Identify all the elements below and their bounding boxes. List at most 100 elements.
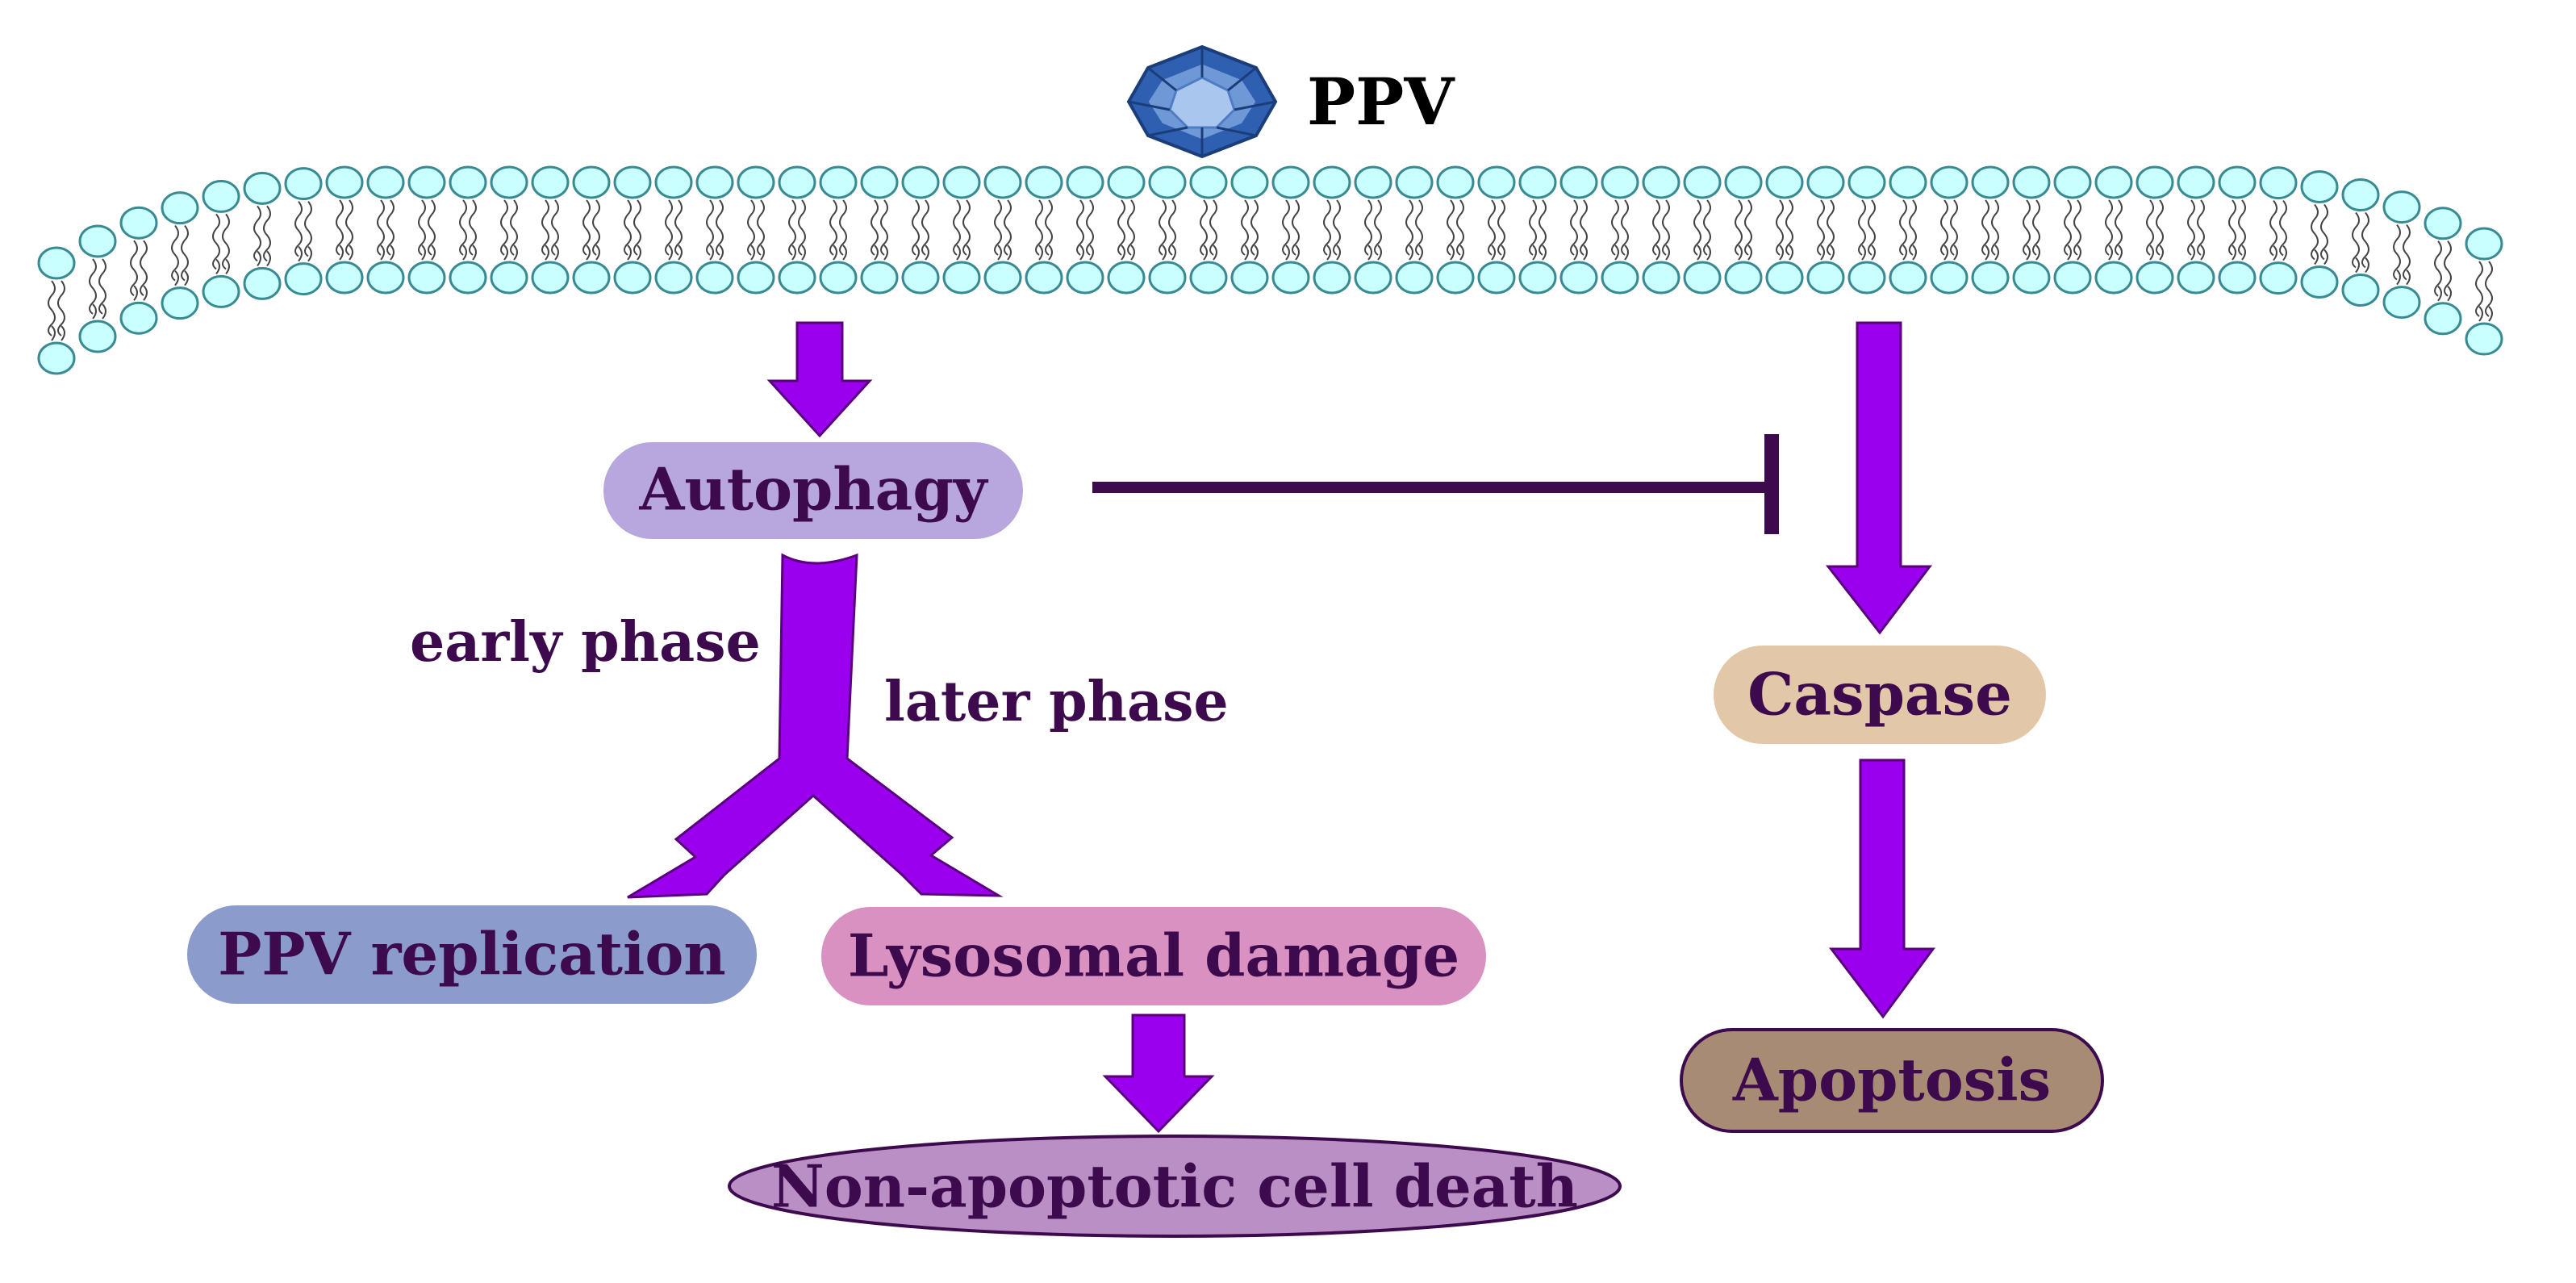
lipid-head bbox=[613, 165, 652, 199]
lipid-head bbox=[983, 261, 1022, 295]
lipid-tail bbox=[1817, 199, 1835, 261]
lipid-tail bbox=[294, 200, 312, 262]
lipid-head bbox=[2136, 165, 2174, 199]
lipid-head bbox=[325, 165, 364, 199]
lipid-head bbox=[1724, 165, 1763, 199]
lipid-head bbox=[325, 261, 364, 295]
lipid-head bbox=[1230, 261, 1269, 295]
lipid-head bbox=[1189, 165, 1228, 199]
lipid-head bbox=[2012, 165, 2051, 199]
lipid-head bbox=[2177, 261, 2215, 295]
lipid-tail bbox=[1405, 199, 1423, 261]
lipid-tail bbox=[1570, 199, 1588, 261]
lipid-tail bbox=[1693, 199, 1711, 261]
lipid-tail bbox=[1200, 199, 1217, 261]
lipid-head bbox=[2094, 165, 2133, 199]
lipid-tail bbox=[912, 199, 929, 261]
lipid-head bbox=[1683, 165, 1722, 199]
apoptosis-node: Apoptosis bbox=[1680, 1028, 2104, 1133]
caspase-node: Caspase bbox=[1714, 646, 2046, 744]
lipid-head bbox=[78, 224, 117, 258]
autophagy-label: Autophagy bbox=[638, 455, 988, 524]
early-phase-label: early phase bbox=[410, 610, 761, 675]
lipid-head bbox=[1559, 261, 1598, 295]
lipid-head bbox=[366, 165, 405, 199]
arrow-membrane-to-caspase bbox=[1825, 321, 1933, 635]
lipid-head bbox=[654, 165, 693, 199]
lipid-head bbox=[1518, 261, 1557, 295]
lipid-head bbox=[1395, 165, 1434, 199]
lipid-head bbox=[1271, 261, 1310, 295]
lipid-tail bbox=[1035, 199, 1053, 261]
lipid-head bbox=[1436, 261, 1475, 295]
lipid-head bbox=[202, 179, 240, 213]
lipid-tail bbox=[1282, 199, 1300, 261]
lipid-tail bbox=[1735, 199, 1752, 261]
lipid-head bbox=[202, 274, 240, 308]
lipid-tail bbox=[706, 199, 724, 261]
virus-label: PPV bbox=[1307, 64, 1455, 140]
lipid-head bbox=[737, 165, 775, 199]
lipid-head bbox=[78, 320, 117, 353]
ppv-replication-label: PPV replication bbox=[218, 920, 725, 988]
lipid-head bbox=[1395, 261, 1434, 295]
lipid-head bbox=[1066, 261, 1104, 295]
lipid-head bbox=[2177, 165, 2215, 199]
lipid-head bbox=[2465, 227, 2503, 261]
autophagy-node: Autophagy bbox=[603, 442, 1023, 539]
lipid-head bbox=[737, 261, 775, 295]
lipid-head bbox=[1601, 261, 1639, 295]
lipid-head bbox=[1107, 165, 1146, 199]
lipid-head bbox=[2259, 261, 2298, 295]
lipid-tail bbox=[89, 258, 106, 320]
lipid-tail bbox=[1529, 199, 1547, 261]
lipid-head bbox=[901, 165, 940, 199]
later-phase-label: later phase bbox=[884, 670, 1229, 734]
lipid-head bbox=[860, 165, 899, 199]
lysosomal-damage-node: Lysosomal damage bbox=[821, 907, 1486, 1005]
lipid-tail bbox=[1940, 199, 1958, 261]
lipid-head bbox=[1271, 165, 1310, 199]
lipid-head bbox=[2424, 302, 2462, 336]
lipid-head bbox=[1724, 261, 1763, 295]
lipid-head bbox=[1765, 261, 1804, 295]
lipid-head bbox=[1930, 165, 1969, 199]
lipid-tail bbox=[2105, 199, 2123, 261]
lipid-head bbox=[1847, 261, 1886, 295]
lipid-head bbox=[778, 165, 816, 199]
lipid-tail bbox=[1159, 199, 1176, 261]
lipid-tail bbox=[1241, 199, 1259, 261]
lipid-head bbox=[2341, 274, 2380, 307]
lipid-head bbox=[2382, 286, 2421, 320]
arrow-lysosomal-to-non-apoptotic bbox=[1102, 1013, 1215, 1134]
lysosomal-damage-label: Lysosomal damage bbox=[848, 922, 1459, 990]
lipid-head bbox=[1477, 165, 1516, 199]
lipid-tail bbox=[459, 199, 477, 261]
lipid-head bbox=[819, 261, 858, 295]
lipid-head bbox=[2136, 261, 2174, 295]
lipid-head bbox=[2300, 265, 2339, 299]
lipid-tail bbox=[624, 199, 641, 261]
lipid-head bbox=[572, 261, 611, 295]
lipid-head bbox=[2382, 190, 2421, 224]
lipid-tail bbox=[171, 225, 189, 286]
lipid-head bbox=[1930, 261, 1969, 295]
lipid-head bbox=[366, 261, 405, 295]
lipid-head bbox=[2012, 261, 2051, 295]
lipid-head bbox=[1313, 165, 1351, 199]
lipid-head bbox=[490, 165, 528, 199]
lipid-head bbox=[654, 261, 693, 295]
lipid-tail bbox=[2146, 199, 2164, 261]
inhibition-autophagy-to-caspase bbox=[1092, 434, 1779, 534]
lipid-head bbox=[161, 286, 199, 320]
lipid-tail bbox=[2393, 224, 2411, 286]
lipid-head bbox=[407, 165, 446, 199]
lipid-head bbox=[2341, 178, 2380, 212]
lipid-head bbox=[1806, 261, 1845, 295]
lipid-tail bbox=[1076, 199, 1094, 261]
lipid-head bbox=[2053, 165, 2092, 199]
lipid-head bbox=[243, 171, 282, 205]
virus-capsid-icon bbox=[1126, 44, 1278, 159]
ppv-replication-node: PPV replication bbox=[187, 905, 757, 1004]
lipid-tail bbox=[582, 199, 600, 261]
